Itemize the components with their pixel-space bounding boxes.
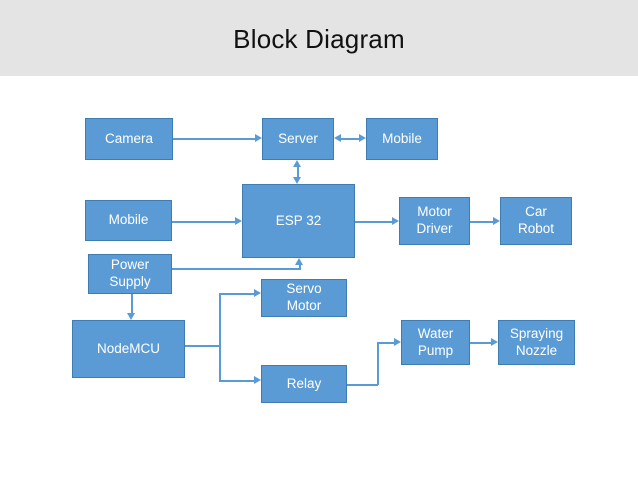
edge-esp32-to-server <box>297 167 299 178</box>
edge-water-pump-to-spraying-nozzle <box>470 342 491 344</box>
arrowhead-relay-to-water-pump-icon <box>394 338 401 346</box>
node-motor-driver[interactable]: Motor Driver <box>399 197 470 245</box>
node-relay[interactable]: Relay <box>261 365 347 403</box>
node-servo-motor[interactable]: Servo Motor <box>261 279 347 317</box>
arrowhead-server-to-mobile-icon <box>359 134 366 142</box>
edge-relay-riser <box>377 342 379 385</box>
node-car-robot[interactable]: Car Robot <box>500 197 572 245</box>
arrowhead-server-to-esp32-icon <box>293 177 301 184</box>
node-power-supply[interactable]: Power Supply <box>88 254 172 294</box>
node-camera[interactable]: Camera <box>85 118 173 160</box>
edge-relay-to-water-pump <box>377 342 394 344</box>
arrowhead-water-pump-to-spraying-nozzle-icon <box>491 338 498 346</box>
edge-power-supply-to-esp32-riser <box>299 265 301 269</box>
node-mobile-top[interactable]: Mobile <box>366 118 438 160</box>
edge-esp32-to-motor-driver <box>355 221 392 223</box>
title-band <box>0 0 638 76</box>
arrowhead-power-supply-to-esp32-icon <box>295 258 303 265</box>
arrowhead-mobile-to-server-icon <box>334 134 341 142</box>
arrowhead-esp32-to-server-icon <box>293 160 301 167</box>
node-server[interactable]: Server <box>262 118 334 160</box>
edge-power-supply-horizontal <box>172 268 301 270</box>
arrowhead-camera-to-server-icon <box>255 134 262 142</box>
node-water-pump[interactable]: Water Pump <box>401 320 470 365</box>
edge-nodemcu-bus-out <box>185 345 221 347</box>
node-nodemcu[interactable]: NodeMCU <box>72 320 185 378</box>
edge-relay-out <box>347 384 378 386</box>
node-mobile-left[interactable]: Mobile <box>85 200 172 241</box>
node-esp32[interactable]: ESP 32 <box>242 184 355 258</box>
arrowhead-motor-driver-to-car-robot-icon <box>493 217 500 225</box>
edge-server-to-mobile-top <box>341 138 360 140</box>
edge-nodemcu-to-relay <box>219 380 254 382</box>
arrowhead-esp32-to-motor-driver-icon <box>392 217 399 225</box>
page-title: Block Diagram <box>233 24 405 54</box>
edge-camera-to-server <box>173 138 255 140</box>
edge-mobile-left-to-esp32 <box>172 221 235 223</box>
arrowhead-nodemcu-to-servo-motor-icon <box>254 289 261 297</box>
edge-nodemcu-to-servo-motor <box>219 293 254 295</box>
arrowhead-mobile-left-to-esp32-icon <box>235 217 242 225</box>
arrowhead-power-supply-to-nodemcu-icon <box>127 313 135 320</box>
edge-motor-driver-to-car-robot <box>470 221 493 223</box>
arrowhead-nodemcu-to-relay-icon <box>254 376 261 384</box>
edge-nodemcu-bus-vertical <box>219 293 221 381</box>
edge-power-supply-to-nodemcu <box>131 294 133 313</box>
node-spraying-nozzle[interactable]: Spraying Nozzle <box>498 320 575 365</box>
